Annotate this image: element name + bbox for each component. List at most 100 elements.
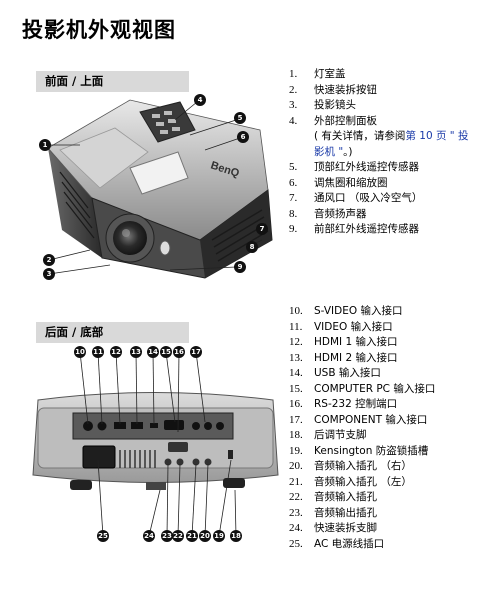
front-section-heading: 前面 / 上面 — [36, 71, 189, 92]
list-item: 3.投影镜头 — [289, 99, 356, 111]
rear-view-illustration — [32, 392, 279, 490]
rear-callout-25: 25 — [97, 530, 109, 542]
rear-callout-13: 13 — [130, 346, 142, 358]
list-item: 24.快速装拆支脚 — [289, 522, 377, 534]
front-ir-sensor — [159, 240, 171, 256]
list-item: 17.COMPONENT 输入接口 — [289, 413, 428, 426]
rear-callout-23: 23 — [161, 530, 173, 542]
list-item: 20.音频输入插孔 （右） — [289, 460, 412, 472]
svg-text:14: 14 — [148, 348, 158, 356]
svg-text:7: 7 — [260, 225, 265, 233]
list-item: 8.音频扬声器 — [289, 207, 367, 220]
front-callout-4: 4 — [194, 94, 206, 106]
svg-text:5: 5 — [238, 114, 243, 122]
page-title: 投影机外观视图 — [22, 18, 176, 42]
front-callout-8: 8 — [246, 241, 258, 253]
svg-text:12: 12 — [111, 348, 121, 356]
front-parts-list: 1.灯室盖 2.快速装拆按钮 3.投影镜头 4.外部控制面板 ( 有关详情，请参… — [289, 67, 468, 238]
list-item: 19.Kensington 防盗锁插槽 — [289, 444, 429, 457]
list-item: 12.HDMI 1 输入接口 — [289, 336, 398, 348]
front-callout-7: 7 — [256, 223, 268, 235]
rear-parts-list: 10.S-VIDEO 输入接口 11.VIDEO 输入接口 12.HDMI 1 … — [289, 304, 435, 552]
rear-callout-24: 24 — [143, 530, 155, 542]
svg-text:9: 9 — [238, 263, 243, 271]
front-callout-3: 3 — [43, 268, 55, 280]
list-item: 11.VIDEO 输入接口 — [289, 320, 393, 333]
rear-callout-11: 11 — [92, 346, 104, 358]
svg-text:11: 11 — [93, 348, 103, 356]
rear-callout-15: 15 — [160, 346, 172, 358]
list-item: 4.外部控制面板 ( 有关详情，请参阅第 10 页 " 投 影机 "。) — [289, 114, 469, 158]
front-callout-6: 6 — [237, 131, 249, 143]
list-item: 14.USB 输入接口 — [289, 367, 381, 379]
rear-callout-19: 19 — [213, 530, 225, 542]
svg-text:4: 4 — [198, 96, 203, 104]
svg-text:21: 21 — [187, 532, 197, 540]
list-item: 22.音频输入插孔 — [289, 491, 377, 503]
front-callout-9: 9 — [234, 261, 246, 273]
list-item: 2.快速装拆按钮 — [289, 83, 377, 96]
computer-pc-port — [164, 420, 184, 430]
svg-text:6: 6 — [241, 133, 246, 141]
rear-adjuster-foot — [223, 478, 245, 488]
svg-text:3: 3 — [47, 270, 52, 278]
audio-in-right-jack — [204, 458, 212, 466]
svg-text:19: 19 — [214, 532, 224, 540]
svg-text:22: 22 — [173, 532, 183, 540]
list-item: 6.调焦圈和缩放圈 — [289, 176, 388, 189]
svg-text:25: 25 — [98, 532, 108, 540]
page-reference-link[interactable]: 第 10 页 " 投 — [405, 130, 469, 142]
svg-text:1: 1 — [43, 141, 48, 149]
list-item: 25.AC 电源线插口 — [289, 537, 385, 550]
list-item: 23.音频输出插孔 — [289, 506, 377, 519]
svg-text:20: 20 — [200, 532, 210, 540]
svg-text:16: 16 — [174, 348, 184, 356]
audio-out-jack — [164, 458, 172, 466]
list-item: 13.HDMI 2 输入接口 — [289, 351, 398, 364]
zoom-focus-window — [129, 151, 189, 195]
svg-text:13: 13 — [131, 348, 141, 356]
svg-text:24: 24 — [144, 532, 154, 540]
rs232-port — [168, 442, 188, 452]
rear-callout-12: 12 — [110, 346, 122, 358]
rear-callouts: 10 11 12 13 14 15 16 17 25 24 23 22 21 2… — [74, 346, 242, 542]
front-callout-2: 2 — [43, 254, 55, 266]
quick-release-foot — [70, 480, 92, 490]
hdmi1-port — [114, 422, 126, 429]
svg-text:2: 2 — [47, 256, 52, 264]
svg-text:15: 15 — [161, 348, 171, 356]
list-item: 9.前部红外线遥控传感器 — [289, 223, 419, 235]
ac-inlet — [82, 445, 116, 469]
usb-port — [150, 423, 158, 428]
hdmi2-port — [131, 422, 143, 429]
audio-in-jack — [176, 458, 184, 466]
rear-callout-18: 18 — [230, 530, 242, 542]
list-item: 10.S-VIDEO 输入接口 — [289, 305, 403, 317]
svg-text:18: 18 — [231, 532, 241, 540]
page-reference-link-cont[interactable]: 影机 " — [314, 145, 344, 158]
s-video-port — [83, 421, 93, 431]
rear-callout-22: 22 — [172, 530, 184, 542]
rear-callout-14: 14 — [147, 346, 159, 358]
list-item: 5.顶部红外线遥控传感器 — [289, 161, 419, 173]
list-item: 7.通风口 （吸入冷空气） — [289, 192, 423, 204]
svg-text:8: 8 — [250, 243, 255, 251]
list-item: 16.RS-232 控制端口 — [289, 398, 398, 410]
list-item: 15.COMPUTER PC 输入接口 — [289, 382, 436, 395]
svg-text:10: 10 — [75, 348, 85, 356]
component-port-2 — [204, 422, 212, 430]
kensington-slot — [228, 450, 233, 459]
component-port-3 — [216, 422, 224, 430]
list-item: 21.音频输入插孔 （左） — [289, 475, 412, 488]
rear-callout-21: 21 — [186, 530, 198, 542]
svg-text:17: 17 — [191, 348, 201, 356]
front-callout-5: 5 — [234, 112, 246, 124]
lamp-cover — [59, 127, 149, 189]
list-item: 18.后调节支脚 — [289, 429, 367, 441]
front-callouts: 1 2 3 4 5 6 7 8 9 — [39, 94, 269, 280]
front-callout-1: 1 — [39, 139, 51, 151]
svg-text:23: 23 — [162, 532, 172, 540]
rear-section-heading: 后面 / 底部 — [36, 322, 189, 343]
list-item: 1.灯室盖 — [289, 68, 346, 80]
rear-callout-17: 17 — [190, 346, 202, 358]
